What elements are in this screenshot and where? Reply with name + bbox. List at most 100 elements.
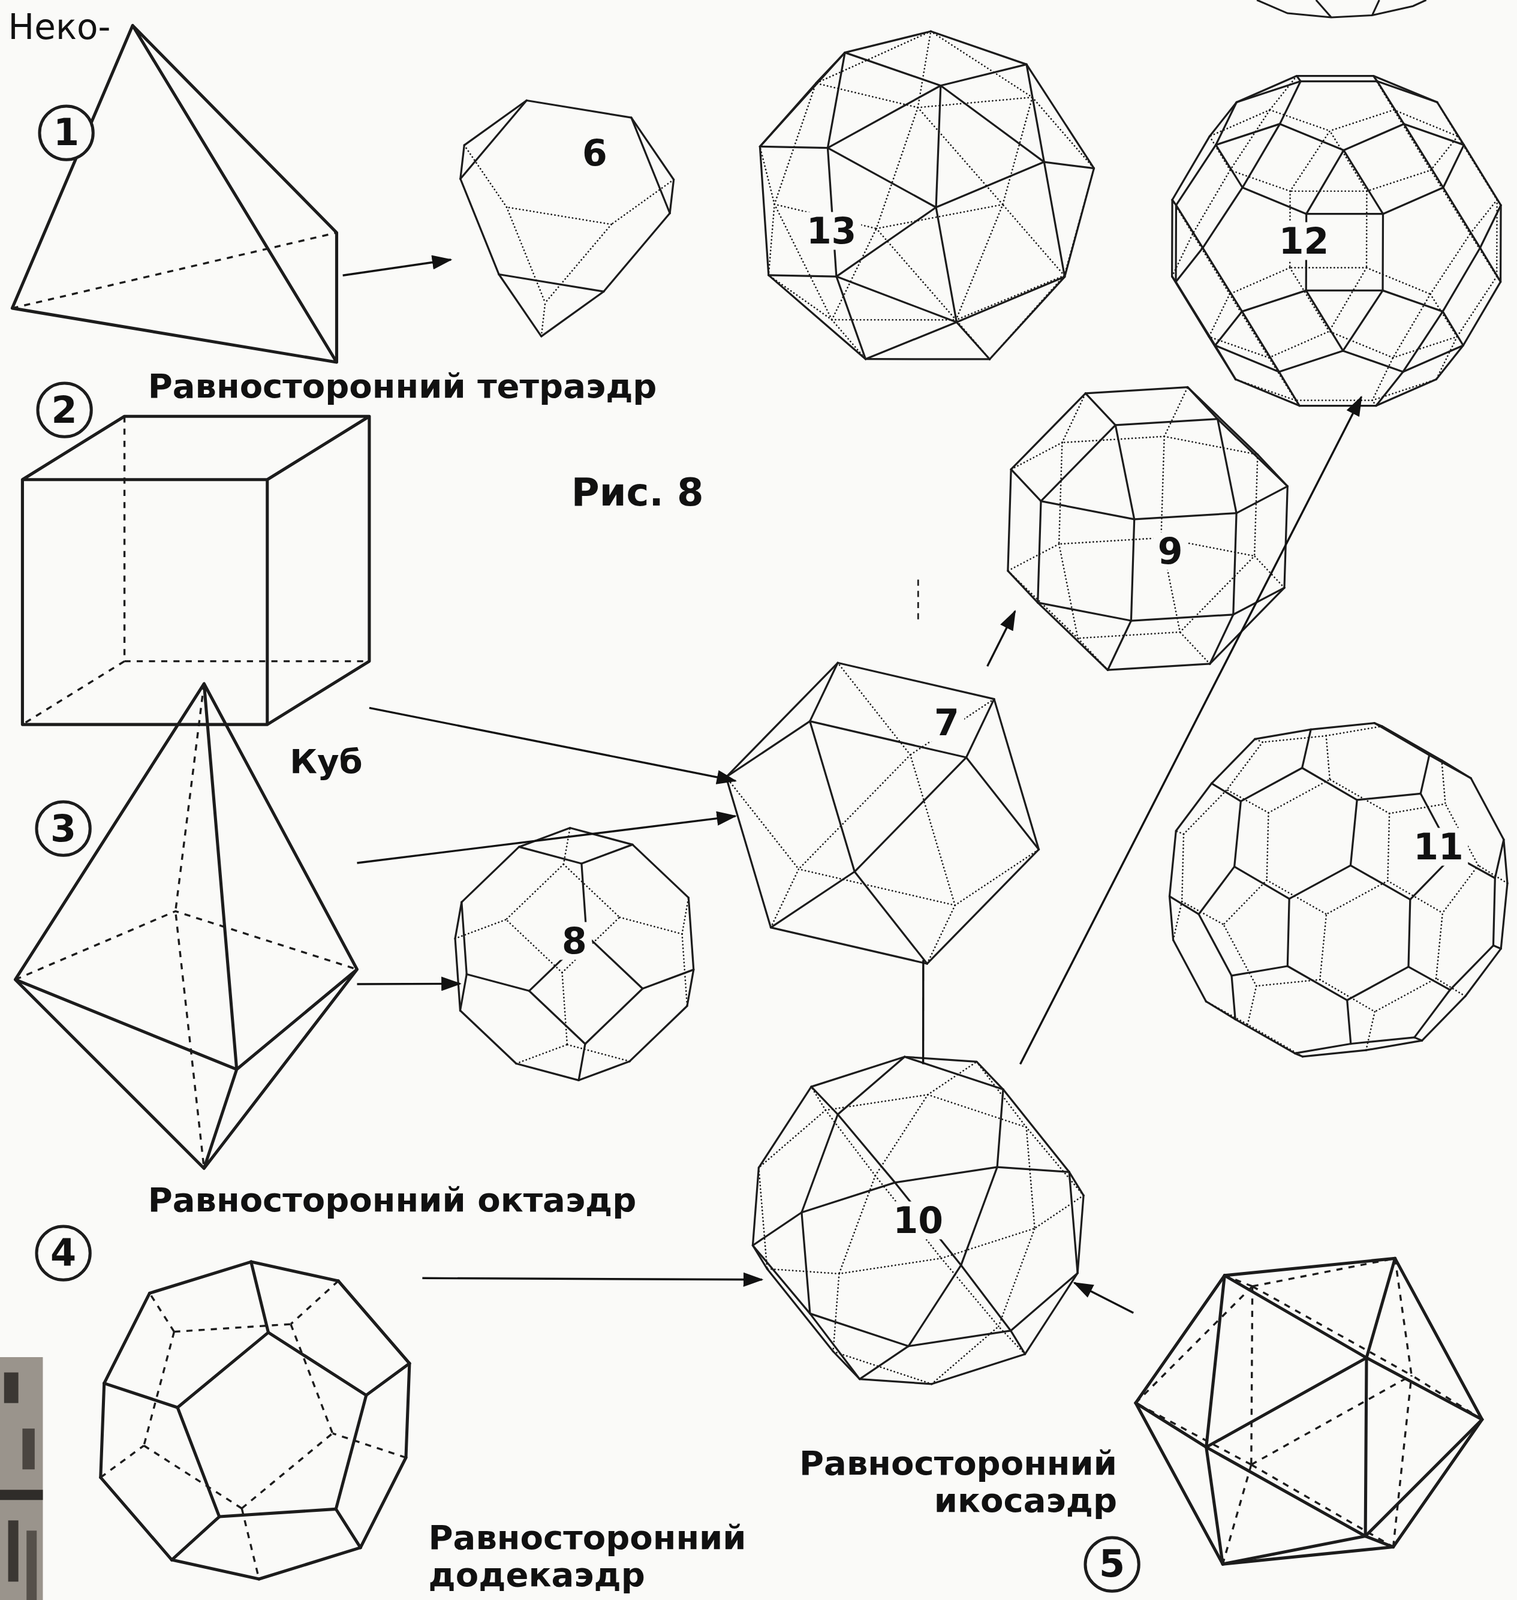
visible-edge <box>1310 723 1375 730</box>
partial-polyhedron <box>1256 0 1426 18</box>
cube <box>22 416 369 725</box>
visible-edge <box>1366 1257 1396 1358</box>
regular-solid: Равносторонний тетраэдр <box>11 25 343 376</box>
visible-edge <box>1211 783 1242 802</box>
visible-edge <box>1443 187 1481 249</box>
hidden-edge <box>955 275 1065 320</box>
hidden-edge <box>1175 831 1184 835</box>
visible-edge <box>1305 289 1383 292</box>
visible-edge <box>1343 350 1404 372</box>
hidden-edge <box>955 319 990 360</box>
visible-edge <box>1374 723 1430 755</box>
visible-edge <box>498 274 542 337</box>
visible-edge <box>1007 570 1038 603</box>
visible-edge <box>1037 501 1041 603</box>
visible-edge <box>1115 425 1134 520</box>
hidden-edge <box>563 864 620 917</box>
visible-edge <box>1134 513 1237 520</box>
visible-edge <box>1040 501 1135 520</box>
visible-edge <box>1305 290 1344 351</box>
visible-edge <box>1373 76 1438 103</box>
visible-edge <box>976 1061 1004 1089</box>
hidden-edge <box>1266 812 1269 880</box>
hidden-edge <box>930 31 1032 98</box>
hidden-edge <box>1222 1464 1252 1564</box>
hidden-edge <box>941 1257 999 1327</box>
visible-edge <box>940 64 1027 86</box>
solid-name: Равносторонний тетраэдр <box>148 367 658 405</box>
visible-edge <box>1069 1171 1078 1273</box>
visible-edge <box>632 844 689 898</box>
hidden-edge <box>561 972 567 1045</box>
hidden-edge <box>541 302 546 337</box>
visible-edge <box>768 275 837 277</box>
visible-edge <box>1175 783 1212 831</box>
hidden-edge <box>1226 789 1269 813</box>
visible-edge <box>1296 74 1374 77</box>
hidden-edge <box>1268 779 1330 814</box>
visible-edge <box>1306 212 1384 215</box>
visible-edge <box>1222 1536 1366 1565</box>
solid-edges <box>22 416 369 725</box>
cuboctahedron <box>726 662 1039 964</box>
polyhedron-number: 6 <box>577 134 613 173</box>
visible-edge <box>1236 486 1288 514</box>
hidden-edge <box>1268 331 1329 358</box>
visible-edge <box>801 1182 896 1213</box>
hidden-edge <box>1180 631 1211 664</box>
visible-edge <box>1130 614 1233 621</box>
callout-circle: 2 <box>35 381 93 439</box>
hidden-edge <box>1251 1286 1253 1465</box>
visible-edge <box>1278 350 1344 372</box>
hidden-edge <box>1478 865 1508 884</box>
hidden-edge <box>816 83 918 108</box>
visible-edge <box>104 1383 178 1408</box>
hidden-edge <box>1329 267 1367 331</box>
callout-circle: 1 <box>37 104 95 162</box>
visible-edge <box>1198 866 1234 914</box>
polyhedron-number: 7 <box>929 703 965 742</box>
visible-edge <box>1107 663 1210 670</box>
rhombicosidodecahedron <box>1172 76 1501 406</box>
visible-edge <box>1085 387 1188 394</box>
visible-edge <box>1135 1402 1207 1447</box>
visible-edge <box>1037 602 1109 670</box>
hidden-edge <box>22 416 369 725</box>
visible-edge <box>1043 161 1094 169</box>
hidden-edge <box>506 864 564 920</box>
hidden-edge <box>768 275 833 320</box>
hidden-edge <box>1229 267 1290 294</box>
photo-ground <box>0 1356 43 1600</box>
visible-edge <box>461 901 467 974</box>
photo-detail <box>8 1519 19 1582</box>
hidden-edge <box>1374 977 1437 1012</box>
visible-edge <box>1222 1546 1393 1565</box>
callout-number: 4 <box>50 1233 77 1272</box>
hidden-edge <box>1164 387 1188 437</box>
visible-edge <box>1429 754 1471 778</box>
hidden-edge <box>955 204 1003 320</box>
callout-number: 2 <box>51 391 78 429</box>
hidden-edge <box>1290 190 1368 192</box>
visible-edge <box>1175 247 1203 282</box>
visible-edge <box>1499 205 1503 282</box>
polyhedron-number: 11 <box>1408 828 1469 866</box>
visible-edge <box>1169 896 1200 915</box>
callout-circle: 5 <box>1083 1535 1141 1593</box>
hidden-edge <box>241 1433 333 1509</box>
visible-edge <box>1064 168 1095 278</box>
hidden-edge <box>1430 170 1471 234</box>
visible-edge <box>1382 290 1443 312</box>
hidden-edge <box>1209 109 1270 137</box>
hidden-edge <box>1160 436 1164 538</box>
hidden-edge <box>1223 880 1267 925</box>
visible-edge <box>1077 1195 1084 1273</box>
visible-edge <box>859 1379 932 1384</box>
hidden-edge <box>1365 191 1368 269</box>
visible-edge <box>1010 1272 1078 1331</box>
hidden-edge <box>1266 880 1327 915</box>
visible-edge <box>1302 767 1358 800</box>
visible-edge <box>1208 336 1236 379</box>
visible-edge <box>758 1086 812 1168</box>
visible-edge <box>541 291 604 337</box>
